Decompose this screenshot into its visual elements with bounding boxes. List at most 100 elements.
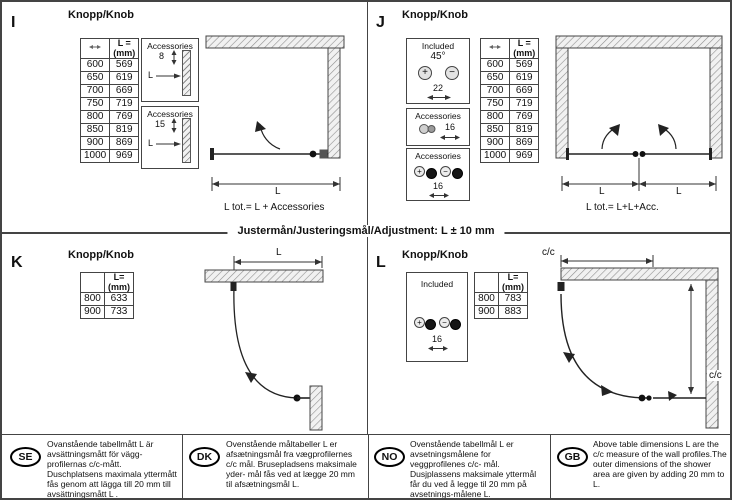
footer-note-text: Ovenstående måltabeller L er afsætningsm… <box>226 439 357 490</box>
section-title-j: Knopp/Knob <box>402 9 468 21</box>
fitting-icon <box>419 124 436 134</box>
screw-length-value: 22 <box>432 83 443 93</box>
section-title-l: Knopp/Knob <box>402 249 468 261</box>
swing-arrowhead-icon <box>245 372 257 383</box>
wall-profile-hatch <box>182 50 191 96</box>
door-swing-arc <box>233 285 298 399</box>
cc-dimension-label-top: c/c <box>540 247 557 258</box>
accessories-box-a: Accessories 16 <box>406 108 470 146</box>
included-box: Included 45° + − 22 <box>406 38 470 104</box>
vertical-dimension-icon <box>171 50 177 65</box>
accessories-title: Accessories <box>415 151 461 161</box>
knob-length-value: 16 <box>431 334 442 344</box>
wall-profile-hatch <box>327 47 341 159</box>
width-arrow-icon <box>489 45 502 50</box>
curved-door-arc <box>560 293 648 399</box>
arrow-right-icon <box>156 141 181 147</box>
total-length-caption: L tot.= L + Accessories <box>224 202 325 213</box>
horizontal-dimension-icon <box>427 95 451 100</box>
adjustment-note: Justermån/Justeringsmål/Adjustment: L ± … <box>227 225 505 237</box>
knob-length-value: 16 <box>432 181 443 191</box>
included-title: Included <box>420 279 454 289</box>
footer-note-no: NO Ovenstående tabellmål L er avsetnings… <box>370 436 548 500</box>
section-id-k: K <box>11 254 23 271</box>
accessories-title: Accessories <box>147 41 193 51</box>
width-header-cell <box>80 272 105 293</box>
footer-note-text: Ovenstående tabellmål L er avsetningsmål… <box>410 439 537 500</box>
right-wall-profile-hatch <box>709 47 723 159</box>
footer-separator <box>368 435 369 498</box>
cc-dimension-label-right: c/c <box>707 370 724 381</box>
l-header-cell: L = (mm) <box>109 38 140 59</box>
angle-label: 45° <box>430 51 446 62</box>
footer-separator <box>550 435 551 498</box>
accessories-box-8: Accessories 8 L <box>141 38 199 102</box>
top-wall-profile-hatch <box>204 269 324 283</box>
plus-screw-icon: + <box>418 66 432 80</box>
offset-value: 15 <box>155 119 166 129</box>
minus-screw-icon: − <box>440 166 451 177</box>
width-header-cell <box>479 38 511 59</box>
minus-screw-icon: − <box>439 317 450 328</box>
knob-icon <box>646 395 652 401</box>
l-header-cell: L= (mm) <box>104 272 134 293</box>
pivot-door-diagram-k <box>204 256 324 431</box>
swing-arrowhead-icon <box>255 121 266 132</box>
l-dimension-label: L <box>148 138 154 148</box>
width-arrow-icon <box>89 45 102 50</box>
dimension-label-l1: L <box>597 186 607 197</box>
section-id-j: J <box>376 14 385 31</box>
footer-rule <box>2 434 730 435</box>
knob-icon <box>638 394 646 402</box>
dimension-label-l2: L <box>674 186 684 197</box>
knob-icon <box>450 319 461 330</box>
knob-icon <box>452 168 463 179</box>
section-title-k: Knopp/Knob <box>68 249 134 261</box>
dimension-label-l: L <box>273 186 283 197</box>
width-header-cell <box>474 272 499 293</box>
language-badge-no: NO <box>374 447 405 467</box>
fitting-length-value: 16 <box>445 122 456 132</box>
center-divider <box>367 2 368 434</box>
left-wall-profile-hatch <box>555 47 569 159</box>
included-box-l: Included + − 16 <box>406 272 468 362</box>
knob-icon <box>632 151 639 157</box>
side-wall-profile-hatch <box>309 385 323 431</box>
l-header-cell: L = (mm) <box>509 38 540 59</box>
section-id-l: L <box>376 254 386 271</box>
footer-separator <box>182 435 183 498</box>
footer-note-text: Ovanstående tabellmått L är avsättningsm… <box>47 439 177 500</box>
minus-screw-icon: − <box>445 66 459 80</box>
total-length-caption: L tot.= L+L+Acc. <box>586 202 659 213</box>
swing-arrowhead-icon <box>609 124 620 136</box>
horizontal-dimension-icon <box>429 193 449 198</box>
language-badge-gb: GB <box>557 447 588 467</box>
l-header-cell: L= (mm) <box>498 272 528 293</box>
ceiling-profile-hatch <box>555 35 723 49</box>
hinge-profile-icon <box>557 282 565 291</box>
accessories-title: Accessories <box>415 111 461 121</box>
slide-arrowhead-icon <box>668 391 677 401</box>
section-title-i: Knopp/Knob <box>68 9 134 21</box>
corner-entry-diagram-l <box>557 255 719 429</box>
horizontal-dimension-icon <box>428 346 448 351</box>
